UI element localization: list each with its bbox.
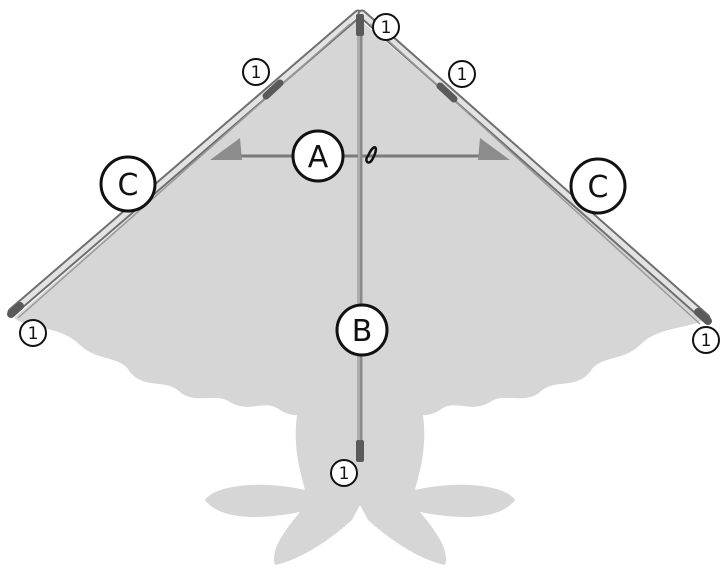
- svg-text:1: 1: [457, 65, 468, 85]
- spine-spar: [359, 20, 360, 455]
- label-1-left-tip: 1: [20, 320, 46, 346]
- label-1-right-upper: 1: [449, 61, 475, 87]
- svg-text:1: 1: [251, 63, 262, 83]
- label-1-right-tip: 1: [693, 327, 719, 353]
- svg-text:1: 1: [701, 331, 712, 351]
- label-a-text: A: [308, 140, 329, 175]
- label-b: B: [337, 305, 387, 355]
- svg-text:1: 1: [339, 464, 350, 484]
- svg-text:1: 1: [381, 18, 392, 38]
- label-c-right-text: C: [588, 170, 609, 205]
- label-b-text: B: [352, 314, 373, 349]
- end-cap-top: [356, 14, 364, 36]
- label-1-top: 1: [373, 14, 399, 40]
- label-1-left-upper: 1: [243, 59, 269, 85]
- svg-text:1: 1: [28, 324, 39, 344]
- label-c-left-text: C: [118, 168, 139, 203]
- label-1-bottom: 1: [331, 460, 357, 486]
- label-c-right: C: [571, 159, 625, 213]
- label-a: A: [293, 131, 343, 181]
- label-c-left: C: [101, 157, 155, 211]
- end-cap-bottom: [356, 440, 364, 462]
